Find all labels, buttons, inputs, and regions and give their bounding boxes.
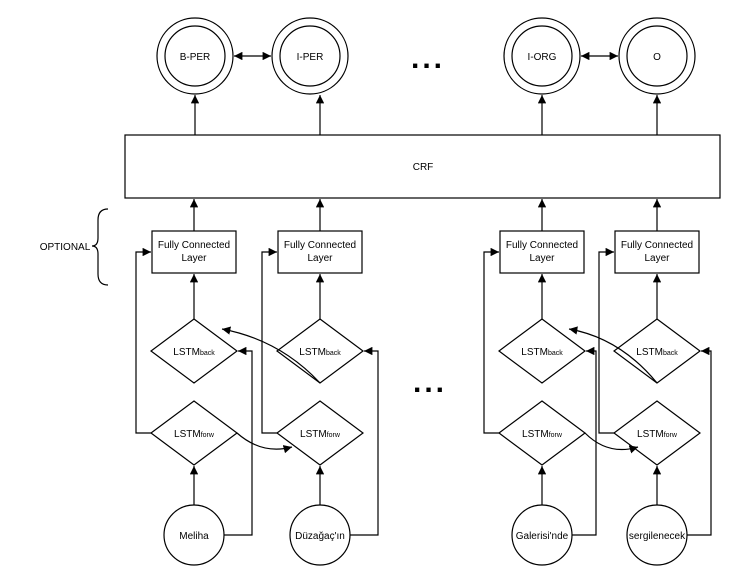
- svg-text:LSTMback: LSTMback: [636, 347, 678, 358]
- lstm-forw-4: LSTMforw: [612, 400, 702, 466]
- lstm-forw-3: LSTMforw: [497, 400, 587, 466]
- input-word-2: Düzağaç'ın: [295, 531, 345, 542]
- crf-box: [124, 134, 721, 199]
- forw-to-fc-link-4: [598, 247, 614, 434]
- lstm-forw-sub: forw: [664, 432, 678, 439]
- lstm-back-sub: back: [200, 350, 215, 357]
- lstm-back-4: LSTMback: [612, 318, 702, 384]
- lstm-forw-1: LSTMforw: [149, 400, 239, 466]
- lstm-back-sub: back: [326, 350, 341, 357]
- fc-layer-label: Layer: [644, 253, 670, 264]
- lstm-back-label: LSTM: [299, 347, 326, 358]
- fc-layer-label: Layer: [307, 253, 333, 264]
- lstm-back-label: LSTM: [521, 347, 548, 358]
- back-recurrent-link-1: [221, 326, 321, 384]
- lstm-back-2: LSTMback: [275, 318, 365, 384]
- forw-to-fc-link-2: [261, 247, 277, 434]
- fc-layer-label: Layer: [529, 253, 555, 264]
- lstm-forw-label: LSTM: [300, 429, 327, 440]
- forw-recurrent-link-2: [584, 432, 639, 454]
- svg-text:LSTMforw: LSTMforw: [174, 429, 215, 440]
- input-word-4: sergilenecek: [629, 531, 686, 542]
- output-tag-3: I-ORG: [528, 52, 557, 63]
- in-to-back-link-1: [224, 346, 253, 536]
- back-recurrent-link-2: [568, 326, 658, 384]
- fc-layer-label: Fully Connected: [284, 240, 356, 251]
- input-node-4: sergilenecek: [626, 504, 688, 566]
- in-to-back-link-3: [572, 346, 597, 536]
- fc-layer-3: Fully Connected Layer: [499, 230, 585, 274]
- input-node-1: Meliha: [163, 504, 225, 566]
- input-node-3: Galerisi'nde: [511, 504, 573, 566]
- output-tag-1: B-PER: [180, 52, 211, 63]
- fc-layer-label: Fully Connected: [621, 240, 693, 251]
- lstm-forw-2: LSTMforw: [275, 400, 365, 466]
- lstm-forw-label: LSTM: [522, 429, 549, 440]
- lstm-forw-sub: forw: [201, 432, 215, 439]
- in-to-back-link-4: [687, 346, 712, 536]
- lstm-forw-label: LSTM: [174, 429, 201, 440]
- fc-layer-label: Fully Connected: [158, 240, 230, 251]
- svg-text:LSTMforw: LSTMforw: [637, 429, 678, 440]
- input-word-3: Galerisi'nde: [516, 531, 569, 542]
- input-node-2: Düzağaç'ın: [289, 504, 351, 566]
- ellipsis-middle: ...: [413, 366, 447, 399]
- lstm-forw-label: LSTM: [637, 429, 664, 440]
- optional-brace: [91, 208, 109, 286]
- forw-to-fc-link-3: [483, 247, 499, 434]
- lstm-back-sub: back: [663, 350, 678, 357]
- forw-to-fc-link-1: [135, 247, 151, 434]
- forw-recurrent-link-1: [236, 432, 293, 454]
- svg-text:LSTMforw: LSTMforw: [522, 429, 563, 440]
- lstm-back-sub: back: [548, 350, 563, 357]
- fc-layer-2: Fully Connected Layer: [277, 230, 363, 274]
- lstm-forw-sub: forw: [549, 432, 563, 439]
- input-word-1: Meliha: [179, 531, 209, 542]
- fc-layer-1: Fully Connected Layer: [151, 230, 237, 274]
- optional-label: OPTIONAL: [40, 242, 91, 253]
- output-tag-4: O: [653, 52, 661, 63]
- output-node-4: O: [618, 17, 696, 95]
- fc-layer-label: Fully Connected: [506, 240, 578, 251]
- ellipsis-top: ...: [411, 42, 445, 75]
- svg-text:LSTMback: LSTMback: [521, 347, 563, 358]
- output-tag-2: I-PER: [297, 52, 324, 63]
- output-node-2: I-PER: [271, 17, 349, 95]
- lstm-back-label: LSTM: [173, 347, 200, 358]
- lstm-forw-sub: forw: [327, 432, 341, 439]
- svg-text:LSTMforw: LSTMforw: [300, 429, 341, 440]
- lstm-back-label: LSTM: [636, 347, 663, 358]
- svg-text:LSTMback: LSTMback: [173, 347, 215, 358]
- output-node-3: I-ORG: [503, 17, 581, 95]
- lstm-back-1: LSTMback: [149, 318, 239, 384]
- in-to-back-link-2: [350, 346, 379, 536]
- svg-text:LSTMback: LSTMback: [299, 347, 341, 358]
- fc-layer-label: Layer: [181, 253, 207, 264]
- output-node-1: B-PER: [156, 17, 234, 95]
- fc-layer-4: Fully Connected Layer: [614, 230, 700, 274]
- lstm-back-3: LSTMback: [497, 318, 587, 384]
- crf-label: CRF: [413, 162, 434, 173]
